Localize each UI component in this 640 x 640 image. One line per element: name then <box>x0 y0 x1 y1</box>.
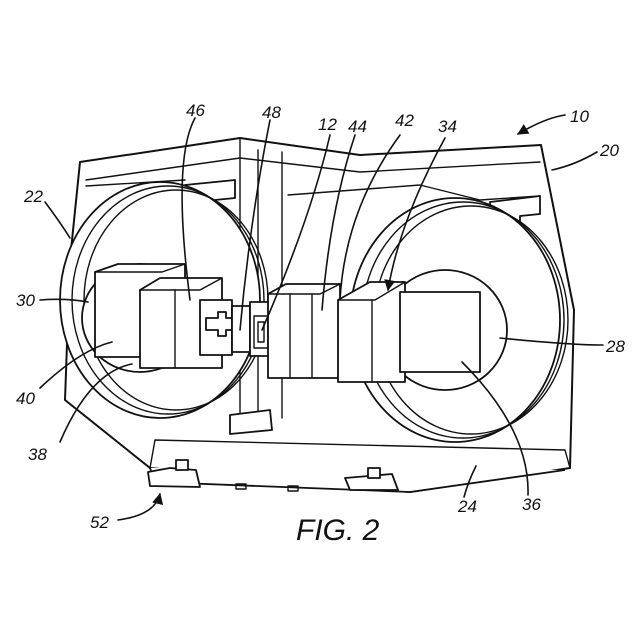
ref-44: 44 <box>348 117 367 136</box>
ref-52: 52 <box>90 513 109 532</box>
figure-caption: FIG. 2 <box>296 514 380 547</box>
left-block-assembly <box>95 264 232 368</box>
ref-36: 36 <box>522 495 541 514</box>
ref-28: 28 <box>605 337 625 356</box>
ref-12: 12 <box>318 115 337 134</box>
right-block-assembly <box>268 282 480 382</box>
ref-46: 46 <box>186 101 205 120</box>
ref-42: 42 <box>395 111 414 130</box>
ref-38: 38 <box>28 445 47 464</box>
ref-30: 30 <box>16 291 35 310</box>
ref-40: 40 <box>16 389 35 408</box>
ref-48: 48 <box>262 103 281 122</box>
ref-34: 34 <box>438 117 457 136</box>
ref-20: 20 <box>599 141 619 160</box>
ref-10: 10 <box>570 107 589 126</box>
ref-22: 22 <box>23 187 43 206</box>
ref-24: 24 <box>457 497 477 516</box>
